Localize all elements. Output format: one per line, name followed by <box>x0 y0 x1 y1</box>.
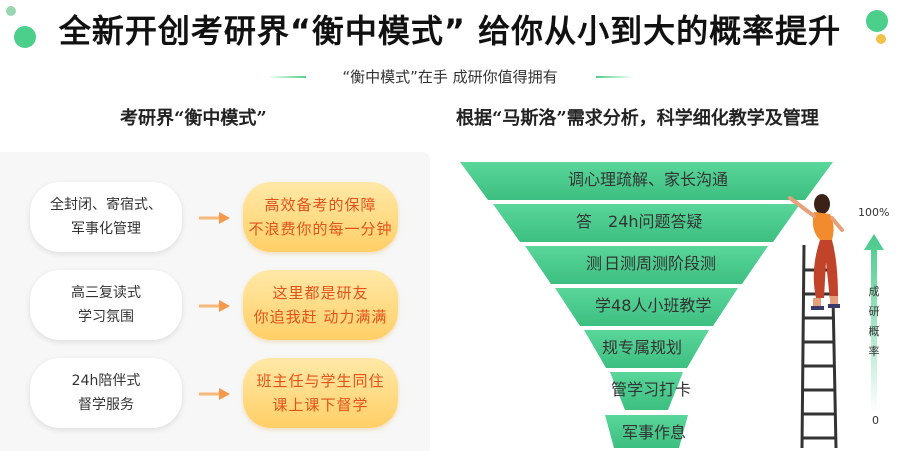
funnel-item: 答 24h问题答疑 <box>576 212 703 231</box>
benefit-pill: 这里都是研友 你追我赶 动力满满 <box>243 270 398 340</box>
decor-dot <box>14 26 36 48</box>
funnel-band <box>493 204 800 242</box>
decor-dot <box>6 6 16 16</box>
funnel-item: 规 专属规划 <box>602 338 683 357</box>
subtitle-line-right <box>596 76 634 78</box>
funnel-item: 测 日测周测阶段测 <box>586 254 717 273</box>
subtitle-bar: “衡中模式”在手 成研你值得拥有 <box>0 66 900 88</box>
funnel-band <box>525 246 768 284</box>
funnel-band <box>460 162 833 200</box>
funnel-item: 调 心理疏解、家长沟通 <box>568 170 729 189</box>
right-section-title: 根据“马斯洛”需求分析，科学细化教学及管理 <box>456 108 819 129</box>
feature-pill: 高三复读式 学习氛围 <box>30 270 182 340</box>
benefit-pill: 班主任与学生同住 课上课下督学 <box>243 358 398 428</box>
funnel-band <box>584 330 709 368</box>
feature-pill: 全封闭、寄宿式、 军事化管理 <box>30 182 182 252</box>
funnel-band <box>555 288 738 326</box>
funnel-graphic <box>460 162 833 448</box>
page-title: 全新开创考研界“衡中模式” 给你从小到大的概率提升 <box>58 12 842 50</box>
decor-dot <box>866 10 888 32</box>
benefit-pill: 高效备考的保障 不浪费你的每一分钟 <box>243 182 398 252</box>
left-section-title: 考研界“衡中模式” <box>120 108 267 129</box>
axis-bottom-label: 0 <box>872 414 879 427</box>
funnel-item: 管 学习打卡 <box>611 380 692 399</box>
axis-vertical-label: 成 研 概 率 <box>868 285 880 358</box>
funnel-item: 军事作息 <box>622 423 687 442</box>
funnel-band <box>610 372 683 410</box>
funnel-item: 学 48人小班教学 <box>595 296 712 315</box>
ladder-climber-illustration <box>788 194 844 449</box>
axis-top-label: 100% <box>858 206 890 219</box>
up-arrow-icon <box>864 234 884 412</box>
arrow-right-icon <box>199 212 230 224</box>
arrow-right-icon <box>199 388 230 400</box>
decor-dot <box>876 34 886 44</box>
subtitle-line-left <box>268 76 306 78</box>
arrow-right-icon <box>199 300 230 312</box>
feature-pill: 24h陪伴式 督学服务 <box>30 358 182 428</box>
page-subtitle: “衡中模式”在手 成研你值得拥有 <box>342 68 558 86</box>
funnel-band <box>605 415 688 448</box>
